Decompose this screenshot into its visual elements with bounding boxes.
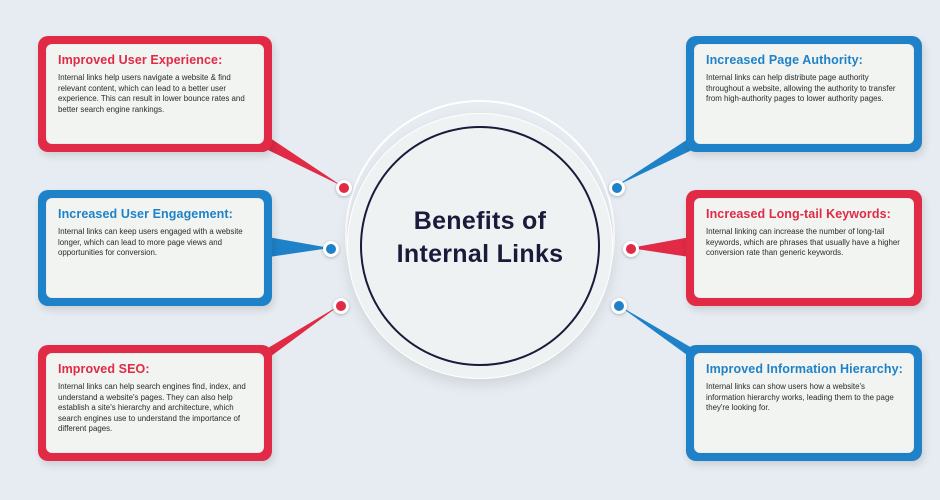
card-body: Improved SEO: Internal links can help se… [46, 353, 264, 453]
card-body: Increased Long-tail Keywords: Internal l… [694, 198, 914, 298]
card-title: Improved Information Hierarchy: [706, 362, 903, 376]
card-body: Increased User Engagement: Internal link… [46, 198, 264, 298]
card-title: Increased User Engagement: [58, 207, 233, 221]
title-line-1: Benefits of [413, 207, 547, 235]
hub-dot-top-right [609, 180, 625, 196]
connector-increased-page-authority [616, 128, 705, 186]
card-text: Internal links can help distribute page … [706, 73, 896, 104]
card-body: Increased Page Authority: Internal links… [694, 44, 914, 144]
card-text: Internal links can show users how a webs… [706, 382, 894, 413]
card-title: Improved User Experience: [58, 53, 223, 67]
connector-improved-information-hierarchy [618, 305, 705, 368]
connector-improved-user-experience [255, 128, 342, 186]
card-improved-seo: Improved SEO: Internal links can help se… [38, 345, 272, 461]
connector-increased-long-tail-keywords [630, 236, 696, 258]
hub-dot-middle-left [323, 241, 339, 257]
hub-dot-top-left [336, 180, 352, 196]
connector-improved-seo [255, 305, 340, 368]
card-text: Internal links help users navigate a web… [58, 73, 245, 114]
card-body: Improved User Experience: Internal links… [46, 44, 264, 144]
card-increased-page-authority: Increased Page Authority: Internal links… [686, 36, 922, 152]
card-title: Increased Long-tail Keywords: [706, 207, 891, 221]
title-line-2: Internal Links [396, 240, 564, 268]
hub-dot-middle-right [623, 241, 639, 257]
diagram-title: Benefits of Internal Links [360, 205, 600, 271]
card-improved-information-hierarchy: Improved Information Hierarchy: Internal… [686, 345, 922, 461]
card-title: Improved SEO: [58, 362, 150, 376]
connector-increased-user-engagement [262, 236, 330, 258]
card-improved-user-experience: Improved User Experience: Internal links… [38, 36, 272, 152]
card-title: Increased Page Authority: [706, 53, 863, 67]
hub-dot-bottom-left [333, 298, 349, 314]
card-text: Internal links can help search engines f… [58, 382, 246, 434]
card-increased-user-engagement: Increased User Engagement: Internal link… [38, 190, 272, 306]
card-text: Internal linking can increase the number… [706, 227, 900, 258]
card-increased-long-tail-keywords: Increased Long-tail Keywords: Internal l… [686, 190, 922, 306]
card-body: Improved Information Hierarchy: Internal… [694, 353, 914, 453]
card-text: Internal links can keep users engaged wi… [58, 227, 243, 258]
hub-inner-ring [360, 126, 600, 366]
hub-dot-bottom-right [611, 298, 627, 314]
